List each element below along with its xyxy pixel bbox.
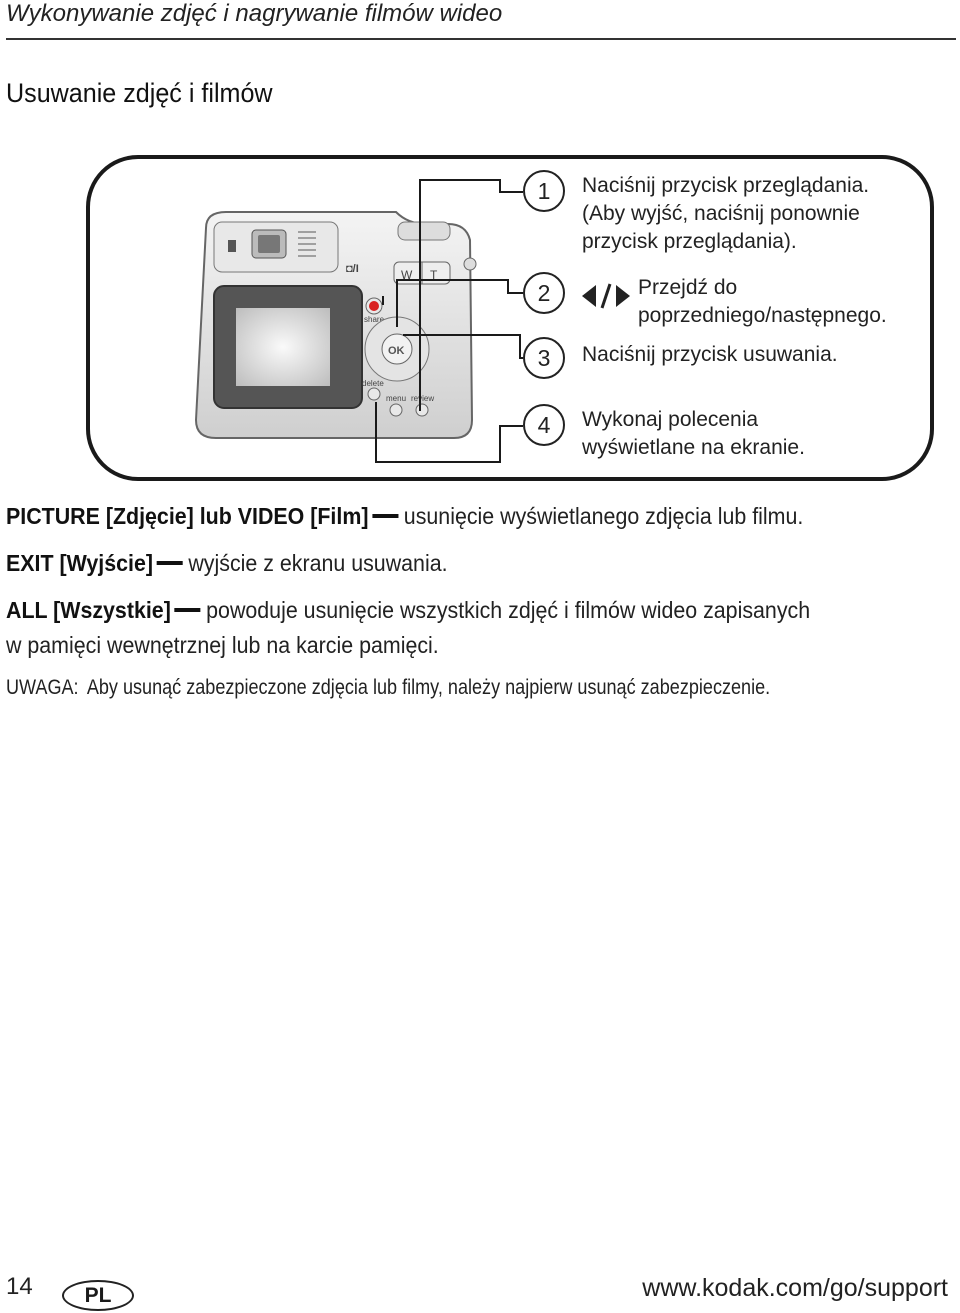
option-exit-text: wyjście z ekranu usuwania. [188, 550, 448, 576]
note-text: Aby usunąć zabezpieczone zdjęcia lub fil… [86, 676, 771, 699]
step-4-line-2: wyświetlane na ekranie. [582, 436, 805, 459]
option-all-text: powoduje usunięcie wszystkich zdjęć i fi… [206, 597, 811, 623]
option-all-text-line-2: w pamięci wewnętrznej lub na karcie pami… [6, 632, 439, 658]
camera-illustration: ◘/I W T share OK delete menu review [194, 211, 477, 439]
running-header: Wykonywanie zdjęć i nagrywanie filmów wi… [6, 0, 503, 27]
step-1-line-1: Naciśnij przycisk przeglądania. [582, 174, 870, 197]
option-all: ALL [Wszystkie] powoduje usunięcie wszyst… [6, 594, 810, 626]
option-picture-video-text: usunięcie wyświetlanego zdjęcia lub film… [403, 503, 804, 529]
callout-line-4 [375, 402, 523, 463]
review-label: review [411, 394, 434, 403]
step-1-line-2: (Aby wyjść, naciśnij ponownie [582, 202, 860, 225]
option-exit-label: EXIT [Wyjście] [6, 550, 154, 576]
language-badge: PL [62, 1280, 134, 1311]
zoom-w-label: W [401, 268, 413, 282]
share-label: share [364, 315, 385, 324]
em-dash [156, 560, 183, 565]
step-1-line-3: przycisk przeglądania). [582, 230, 797, 253]
note: UWAGA: Aby usunąć zabezpieczone zdjęcia l… [6, 676, 770, 700]
callout-line-2 [396, 279, 523, 327]
instruction-panel [86, 155, 934, 481]
step-number-2: 2 [523, 272, 565, 314]
callout-line-3 [403, 334, 523, 359]
step-number-4: 4 [523, 404, 565, 446]
header-rule [6, 38, 956, 40]
step-4-text: Wykonaj polecenia wyświetlane na ekranie… [582, 406, 805, 462]
note-label: UWAGA: [6, 676, 79, 699]
callout-lines [375, 179, 523, 463]
step-2-line-1: Przejdź do [638, 276, 738, 299]
em-dash [174, 607, 201, 612]
step-3-line-1: Naciśnij przycisk usuwania. [582, 343, 838, 366]
left-right-arrows-icon [582, 283, 630, 309]
zoom-t-label: T [430, 268, 438, 282]
section-title: Usuwanie zdjęć i filmów [6, 78, 273, 108]
em-dash [372, 513, 399, 518]
step-1-text: Naciśnij przycisk przeglądania. (Aby wyj… [582, 172, 869, 256]
menu-label: menu [386, 394, 406, 403]
step-4-line-1: Wykonaj polecenia [582, 408, 759, 431]
option-all-label: ALL [Wszystkie] [6, 597, 171, 623]
step-2-line-2: poprzedniego/następnego. [638, 304, 887, 327]
step-3-text: Naciśnij przycisk usuwania. [582, 341, 838, 369]
page-number: 14 [6, 1273, 33, 1300]
step-2-text: Przejdź do poprzedniego/następnego. [638, 274, 887, 330]
support-url[interactable]: www.kodak.com/go/support [642, 1274, 948, 1302]
option-picture-video: PICTURE [Zdjęcie] lub VIDEO [Film] usunię… [6, 500, 803, 532]
ok-label: OK [388, 345, 405, 357]
callout-line-1 [419, 179, 523, 411]
mode-label: ◘/I [346, 263, 359, 275]
option-picture-video-label: PICTURE [Zdjęcie] lub VIDEO [Film] [6, 503, 369, 529]
step-number-3: 3 [523, 337, 565, 379]
option-exit: EXIT [Wyjście] wyjście z ekranu usuwania. [6, 547, 448, 579]
delete-label: delete [362, 379, 384, 388]
step-number-1: 1 [523, 170, 565, 212]
